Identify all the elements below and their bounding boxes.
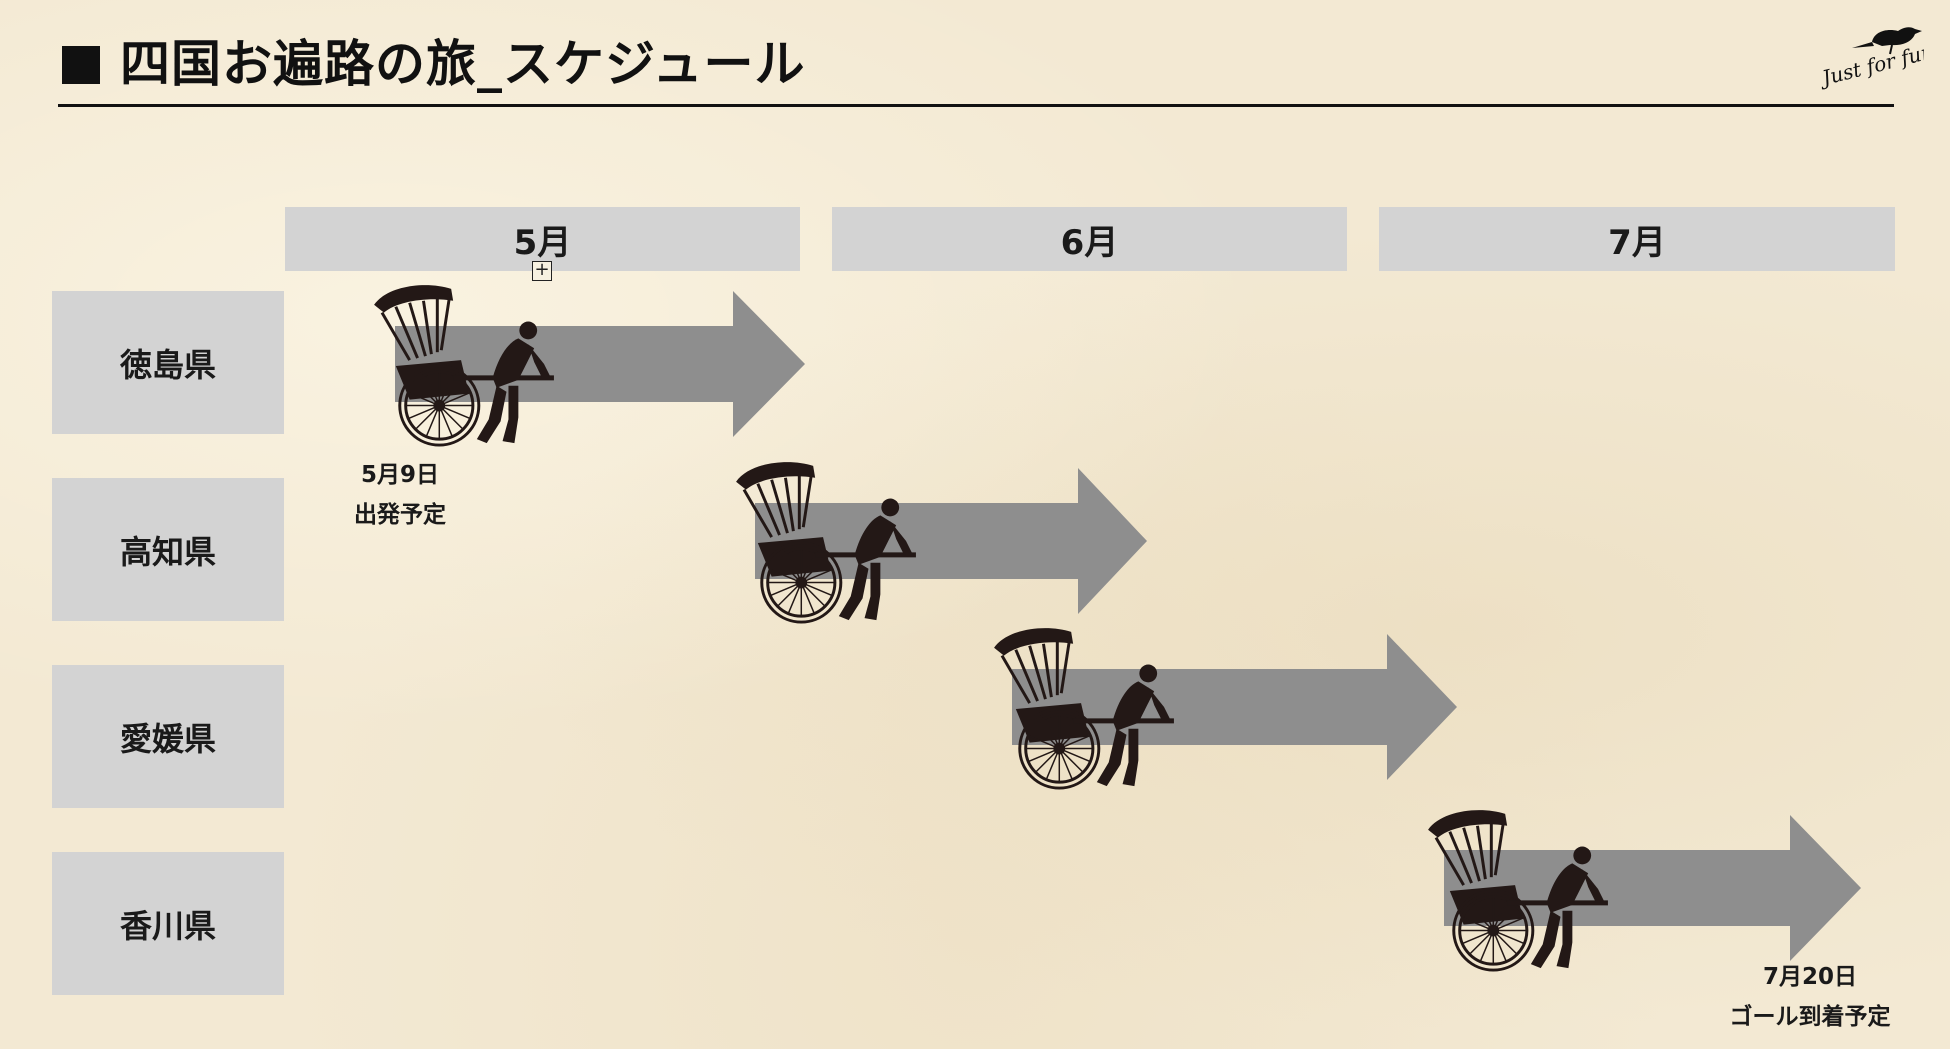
prefecture-label-tokushima: 徳島県 [52,291,284,434]
rickshaw-icon [988,626,1180,794]
goal-label: ゴール到着予定 [1700,997,1920,1037]
start-label: 出発予定 [335,495,465,535]
logo: Just for fun [1812,18,1924,94]
prefecture-label: 香川県 [120,901,216,947]
page-title-text: 四国お遍路の旅_スケジュール [120,35,806,93]
start-note: 5月9日 出発予定 [335,455,465,535]
goal-date: 7月20日 [1700,957,1920,997]
month-header-july: 7月 [1379,207,1895,271]
start-date: 5月9日 [335,455,465,495]
rickshaw-icon [1422,808,1614,976]
prefecture-label-kochi: 高知県 [52,478,284,621]
prefecture-label: 徳島県 [120,340,216,386]
plus-box-icon[interactable]: + [532,261,552,281]
title-underline [58,104,1894,107]
goal-note: 7月20日 ゴール到着予定 [1700,957,1920,1037]
month-label: 6月 [1061,215,1119,264]
prefecture-label-ehime: 愛媛県 [52,665,284,808]
rickshaw-icon [730,460,922,628]
logo-text: Just for fun [1816,39,1924,91]
month-header-june: 6月 [832,207,1347,271]
prefecture-label-kagawa: 香川県 [52,852,284,995]
month-label: 5月 [514,215,572,264]
month-label: 7月 [1608,215,1666,264]
prefecture-label: 高知県 [120,527,216,573]
prefecture-label: 愛媛県 [120,714,216,760]
rickshaw-icon [368,283,560,451]
page-title: 四国お遍路の旅_スケジュール [62,24,806,96]
title-square-icon [62,46,100,84]
